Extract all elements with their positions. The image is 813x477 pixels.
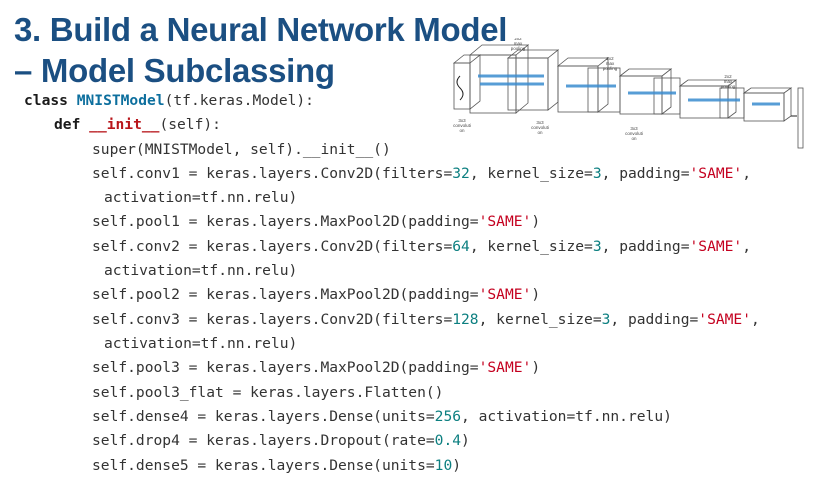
code-line-9: self.pool2 = keras.layers.MaxPool2D(padd…	[92, 286, 541, 303]
code-line-10: self.conv3 = keras.layers.Conv2D(filters…	[92, 311, 760, 328]
code-line-8: activation=tf.nn.relu)	[104, 262, 298, 279]
code-line-1: class MNISTModel(tf.keras.Model):	[24, 92, 314, 109]
code-line-7: self.conv2 = keras.layers.Conv2D(filters…	[92, 238, 752, 255]
code-line-15: self.drop4 = keras.layers.Dropout(rate=0…	[92, 432, 470, 449]
code-line-2: def __init__(self):	[54, 116, 221, 133]
code-line-12: self.pool3 = keras.layers.MaxPool2D(padd…	[92, 359, 541, 376]
code-line-14: self.dense4 = keras.layers.Dense(units=2…	[92, 408, 672, 425]
slide-title: 3. Build a Neural Network Model – Model …	[14, 9, 507, 91]
code-line-11: activation=tf.nn.relu)	[104, 335, 298, 352]
code-line-16: self.dense5 = keras.layers.Dense(units=1…	[92, 457, 462, 474]
code-line-5: activation=tf.nn.relu)	[104, 189, 298, 206]
slide-title-line-1: 3. Build a Neural Network Model	[14, 11, 508, 48]
slide-title-line-2: – Model Subclassing	[14, 52, 335, 89]
code-line-4: self.conv1 = keras.layers.Conv2D(filters…	[92, 165, 752, 182]
code-line-3: super(MNISTModel, self).__init__()	[92, 141, 391, 158]
code-line-6: self.pool1 = keras.layers.MaxPool2D(padd…	[92, 213, 541, 230]
code-line-13: self.pool3_flat = keras.layers.Flatten()	[92, 384, 444, 401]
